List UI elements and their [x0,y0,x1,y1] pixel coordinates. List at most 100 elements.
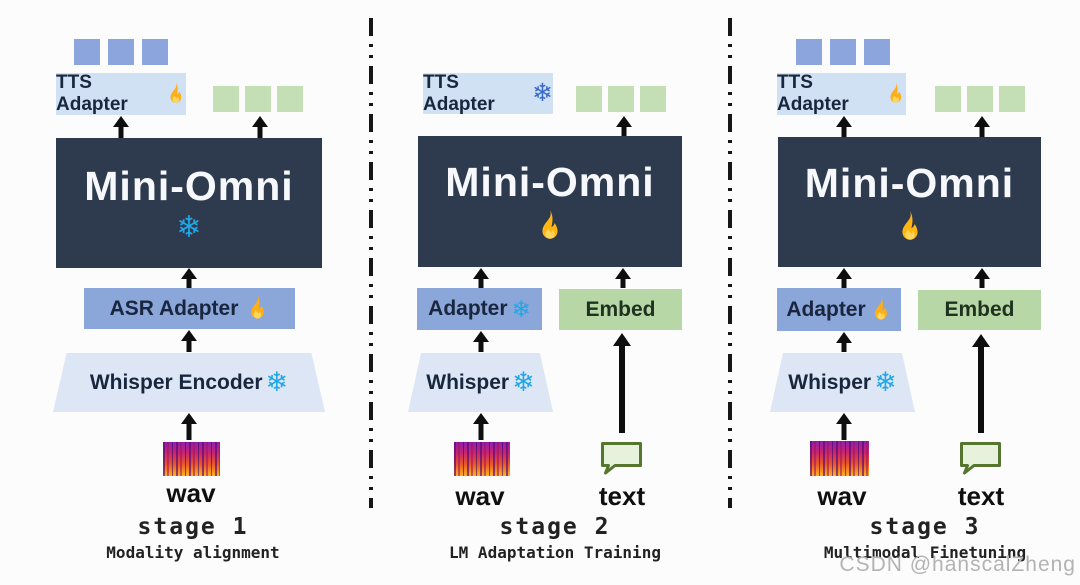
embed-label: Embed [944,298,1015,321]
arrow-up-icon [473,331,489,352]
arrow-up-icon [972,334,990,433]
snowflake-icon: ❄ [265,367,289,397]
audio-token-row [796,39,890,65]
audio-token-icon [830,39,856,65]
text-token-row [213,86,303,112]
embed-label: Embed [585,297,656,321]
flame-icon [251,295,265,319]
audio-token-row [74,39,168,65]
stage-caption: stage 1 [137,514,249,540]
arrow-up-icon [836,413,852,440]
text-input-label: text [957,481,1005,511]
tts-adapter-box: TTS Adapter [777,72,906,115]
adapter-box: Adapter ❄ [417,288,542,330]
whisper-encoder-label: Whisper [426,370,510,394]
wav-input-label: wav [166,478,216,508]
arrow-up-icon [181,330,197,352]
audio-token-icon [796,39,822,65]
arrow-up-icon [836,116,852,138]
csdn-watermark: CSDN @hanscalZheng [839,553,1076,576]
stage-caption: stage 2 [499,514,611,540]
flame-icon [170,82,182,103]
asr-adapter-label: ASR Adapter [109,296,239,320]
arrow-up-icon [974,268,990,288]
flame-icon [874,296,887,320]
embed-box: Embed [918,290,1041,330]
adapter-box: Adapter [777,288,901,331]
arrow-up-icon [252,116,268,138]
tts-adapter-label: TTS Adapter [56,72,128,115]
stage-caption: stage 3 [869,514,981,540]
model-label: Mini-Omni [804,159,1015,206]
flame-icon [890,82,902,103]
text-token-icon [999,86,1025,112]
arrow-up-icon [836,268,852,288]
text-input-label: text [598,481,646,511]
mini-omni-model-box: Mini-Omni ❄ [56,138,322,268]
stage-subtitle: LM Adaptation Training [449,543,661,562]
audio-token-icon [74,39,100,65]
text-token-icon [640,86,666,112]
mini-omni-model-box: Mini-Omni [418,136,682,267]
snowflake-icon: ❄ [511,295,531,322]
audio-token-icon [108,39,134,65]
whisper-encoder-label: Whisper [788,370,872,394]
text-token-icon [213,86,239,112]
snowflake-icon: ❄ [874,367,897,397]
wav-spectrogram-image [163,442,220,476]
adapter-label: Adapter [786,297,866,321]
wav-input-label: wav [455,481,505,511]
tts-adapter-label: TTS Adapter [777,72,849,115]
stage-1-panel: TTS Adapter Mini-Omni ❄ ASR Adapter Whis… [0,0,360,585]
whisper-encoder-box: Whisper Encoder ❄ [53,353,325,412]
arrow-up-icon [974,116,990,138]
arrow-up-icon [113,116,129,138]
tts-adapter-box: TTS Adapter ❄ [423,71,553,115]
stage-separator-line [728,18,732,508]
text-token-icon [967,86,993,112]
text-token-icon [608,86,634,112]
audio-token-icon [142,39,168,65]
arrow-up-icon [181,413,197,440]
text-token-icon [576,86,602,112]
snowflake-icon: ❄ [176,211,202,244]
snowflake-icon: ❄ [532,79,553,107]
arrow-up-icon [473,268,489,288]
arrow-up-icon [613,333,631,433]
model-label: Mini-Omni [84,163,294,209]
stage-subtitle: Multimodal Finetuning [823,543,1027,562]
text-token-icon [935,86,961,112]
arrow-up-icon [836,332,852,352]
asr-adapter-box: ASR Adapter [84,288,295,329]
arrow-up-icon [616,116,632,138]
stage-separator-line [369,18,373,508]
flame-icon [542,210,558,239]
flame-icon [901,210,918,240]
whisper-encoder-box: Whisper ❄ [770,353,915,412]
arrow-up-icon [473,413,489,440]
audio-token-icon [864,39,890,65]
arrow-up-icon [615,268,631,288]
stage-subtitle: Modality alignment [106,543,280,562]
wav-input-label: wav [817,481,867,511]
text-token-icon [277,86,303,112]
stage-3-panel: TTS Adapter Mini-Omni Adapter Embed Whis… [720,0,1080,585]
tts-adapter-box: TTS Adapter [56,72,186,115]
stage-2-panel: TTS Adapter ❄ Mini-Omni Adapter ❄ Embed … [360,0,720,585]
whisper-encoder-label: Whisper Encoder [89,370,263,394]
wav-spectrogram-image [810,441,869,476]
wav-spectrogram-image [454,442,510,476]
adapter-label: Adapter [428,297,508,320]
text-token-row [935,86,1025,112]
text-token-row [576,86,666,112]
tts-adapter-label: TTS Adapter [423,71,495,115]
whisper-encoder-box: Whisper ❄ [408,353,553,412]
speech-bubble-icon [601,442,642,475]
speech-bubble-icon [960,442,1001,475]
arrow-up-icon [181,268,197,288]
text-token-icon [245,86,271,112]
snowflake-icon: ❄ [512,367,535,397]
model-label: Mini-Omni [445,159,655,205]
embed-box: Embed [559,289,682,330]
